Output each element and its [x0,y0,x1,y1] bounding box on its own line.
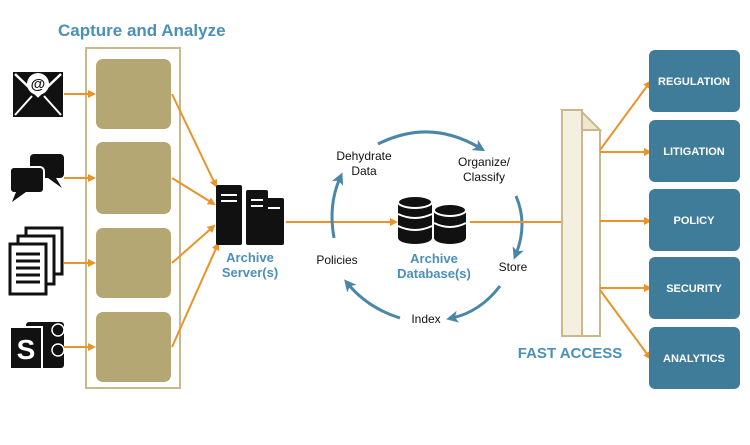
access-to-category-arrows [599,80,652,360]
database-label-line2: Database(s) [397,266,471,281]
cycle-arrow [330,172,344,239]
server-label-line1: Archive [226,250,274,265]
category-analytics: ANALYTICS [649,327,740,389]
category-regulation: REGULATION [649,50,740,112]
capture-slot [96,312,171,382]
server-icon [216,185,284,245]
index-label: Index [411,312,440,326]
category-label: REGULATION [658,76,730,88]
capture-slot [96,228,171,298]
category-policy: POLICY [649,189,740,251]
server-label-line2: Server(s) [222,265,278,280]
category-security: SECURITY [649,257,740,319]
documents-icon [8,226,64,296]
fast-access-label: FAST ACCESS [518,345,622,362]
organize-label-line1: Organize/ [458,155,511,169]
cycle-arrow [512,195,524,260]
fast-access-pillar [559,109,603,337]
dehydrate-label-line1: Dehydrate [336,149,392,163]
svg-text:@: @ [31,76,46,93]
capture-slot [96,59,171,129]
category-label: POLICY [674,215,716,227]
organize-label-line2: Classify [463,170,505,184]
dehydrate-label-line2: Data [351,164,377,178]
cycle-arrow [446,285,502,323]
category-label: ANALYTICS [663,353,725,365]
category-label: SECURITY [666,283,722,295]
chat-icon [9,154,64,202]
svg-text:S: S [17,334,36,365]
sharepoint-icon: S [9,322,65,370]
category-label: LITIGATION [663,146,725,158]
page-title: Capture and Analyze [58,21,226,40]
processing-cycle [330,130,524,323]
cycle-arrow [377,130,486,152]
capture-to-server-arrows [171,93,220,348]
database-icon [397,195,467,244]
email-icon: @ [13,72,63,117]
category-litigation: LITIGATION [649,120,740,182]
capture-panel [85,47,181,389]
source-arrows [64,90,96,351]
database-label-line1: Archive [410,251,458,266]
cycle-arrow [344,279,401,320]
capture-slot [96,142,171,214]
policies-label: Policies [316,253,357,267]
store-label: Store [499,260,528,274]
